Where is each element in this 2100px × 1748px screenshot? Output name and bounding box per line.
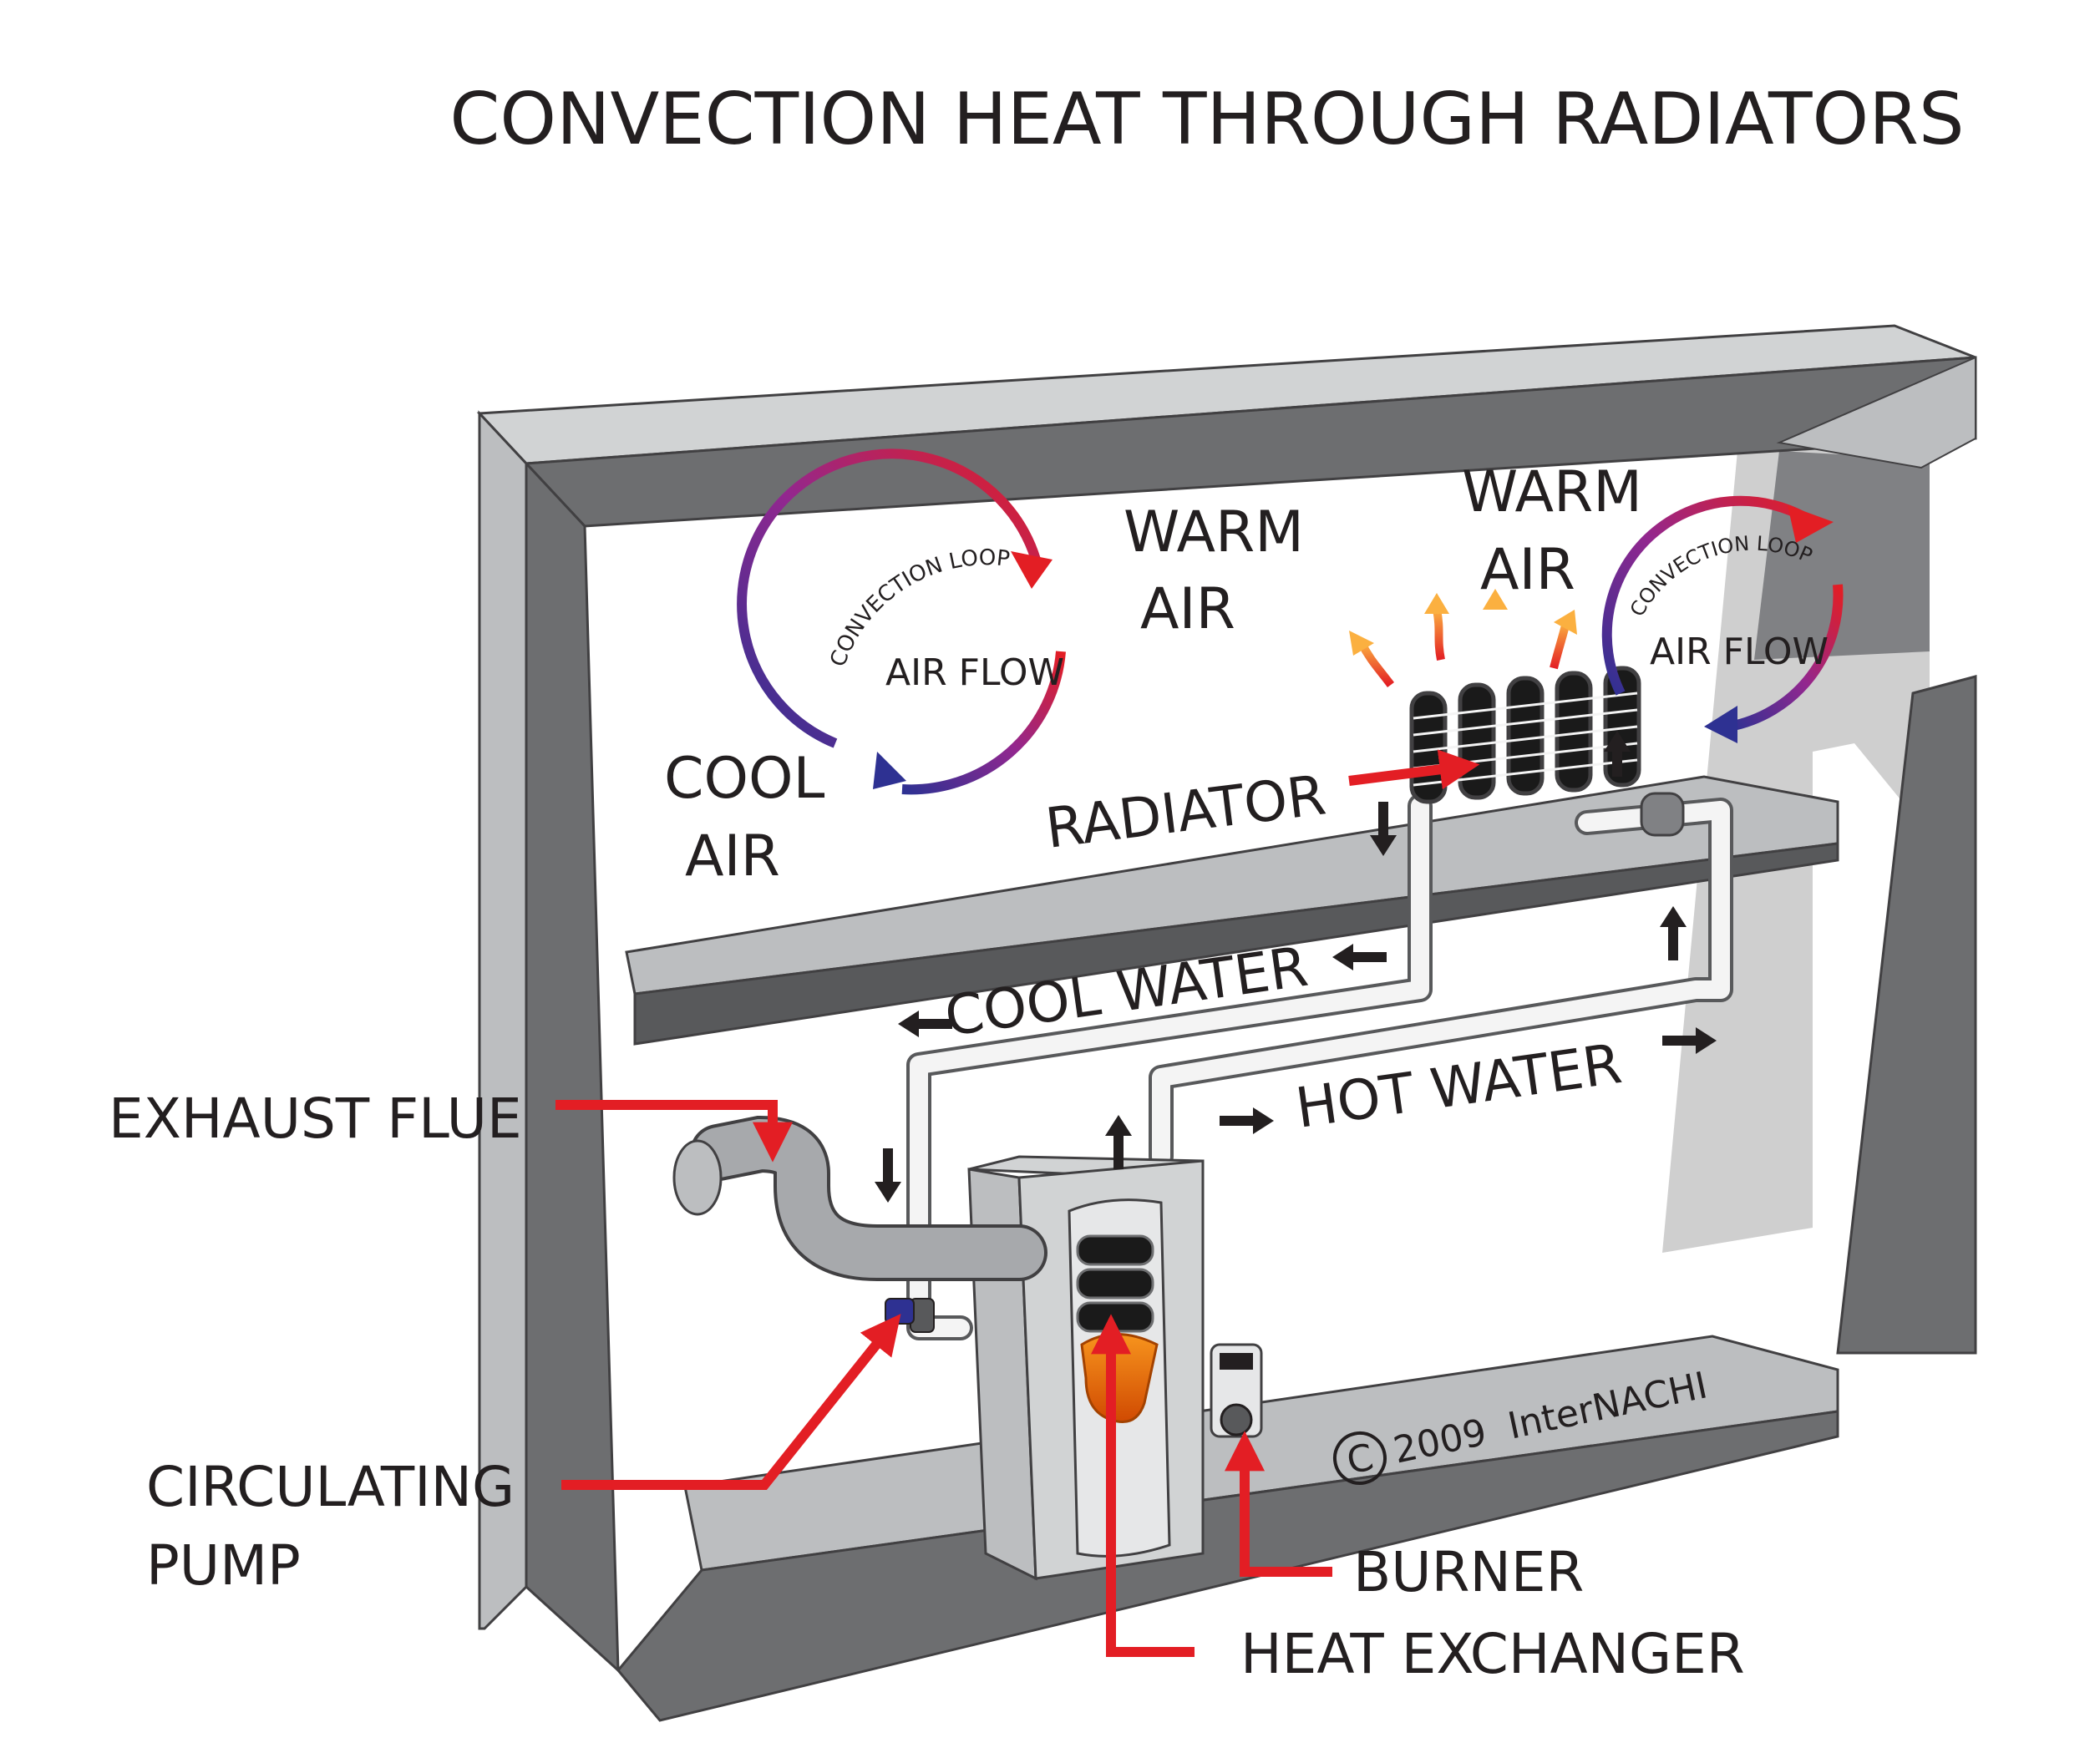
right-wall-front bbox=[1836, 675, 1977, 1355]
radiator bbox=[1409, 666, 1641, 804]
basement-floor-front bbox=[616, 1410, 1839, 1722]
heat-exchanger-callout bbox=[1091, 1314, 1195, 1657]
loop-arrowhead-warm bbox=[1011, 551, 1053, 589]
circulating-pump-callout bbox=[561, 1314, 901, 1490]
circulating-pump-label-2: PUMP bbox=[146, 1533, 301, 1598]
loop-arc-cool bbox=[901, 651, 1066, 795]
black-arrow-icon bbox=[1332, 944, 1387, 970]
black-arrow-icon bbox=[1660, 906, 1687, 960]
loop-arrowhead-cool bbox=[873, 752, 906, 789]
heat-arrow-icon bbox=[1550, 610, 1577, 670]
upper-floor-top bbox=[625, 775, 1839, 996]
black-arrow-icon bbox=[1220, 1107, 1274, 1134]
exhaust-flue-label: EXHAUST FLUE bbox=[109, 1087, 522, 1151]
loop-arrowhead-warm bbox=[1788, 505, 1834, 543]
heat-arrow-icon bbox=[1483, 589, 1508, 656]
heat-arrow-icon bbox=[1424, 593, 1449, 661]
radiator-callout bbox=[1348, 749, 1480, 790]
heat-exchanger-label: HEAT EXCHANGER bbox=[1240, 1622, 1745, 1686]
warm-air-label-left-1: WARM bbox=[1124, 499, 1304, 565]
radiator-valve bbox=[1640, 792, 1685, 837]
left-wall-side bbox=[478, 410, 528, 1630]
loop-arc-cool bbox=[1727, 584, 1844, 732]
black-arrow-icon bbox=[1662, 1027, 1717, 1054]
black-arrow-icon bbox=[1370, 802, 1397, 856]
heat-exchanger-coils bbox=[1076, 1234, 1154, 1333]
circulating-pump-label-1: CIRCULATING bbox=[146, 1455, 515, 1519]
loop-arrowhead-cool bbox=[1704, 706, 1737, 743]
right-back-panel bbox=[1754, 451, 1930, 660]
cool-air-label-1: COOL bbox=[664, 746, 825, 812]
copyright-icon bbox=[1332, 1431, 1387, 1485]
burner-callout bbox=[1225, 1431, 1332, 1577]
cool-air-label-2: AIR bbox=[685, 823, 780, 889]
boiler bbox=[967, 1155, 1205, 1581]
hot-water-pipe bbox=[1152, 801, 1730, 1166]
black-arrow-icon bbox=[1105, 1115, 1132, 1169]
right-wall-top bbox=[1776, 356, 1976, 469]
black-arrow-icon bbox=[898, 1011, 952, 1037]
black-arrow-icon bbox=[875, 1148, 901, 1203]
black-arrow-icon bbox=[1604, 731, 1631, 777]
air-flow-label: AIR FLOW bbox=[1650, 631, 1829, 673]
air-flow-label: AIR FLOW bbox=[885, 651, 1064, 694]
flow-arrows bbox=[875, 731, 1717, 1203]
upper-floor-front bbox=[633, 842, 1839, 1046]
callout-lines bbox=[555, 749, 1480, 1657]
warm-air-label-left-2: AIR bbox=[1140, 576, 1235, 642]
heat-arrow-icon bbox=[1349, 631, 1394, 688]
loop-arc-warm bbox=[1601, 495, 1816, 696]
page-title: CONVECTION HEAT THROUGH RADIATORS bbox=[449, 78, 1964, 161]
heat-arrows bbox=[1349, 589, 1577, 688]
warm-air-label-right-2: AIR bbox=[1480, 537, 1575, 603]
burner-unit bbox=[1210, 1343, 1263, 1438]
burner-label: BURNER bbox=[1353, 1540, 1584, 1604]
loop-arc-warm bbox=[737, 448, 1041, 748]
exhaust-flue-callout bbox=[555, 1100, 793, 1163]
warm-air-label-right-1: WARM bbox=[1462, 459, 1642, 525]
